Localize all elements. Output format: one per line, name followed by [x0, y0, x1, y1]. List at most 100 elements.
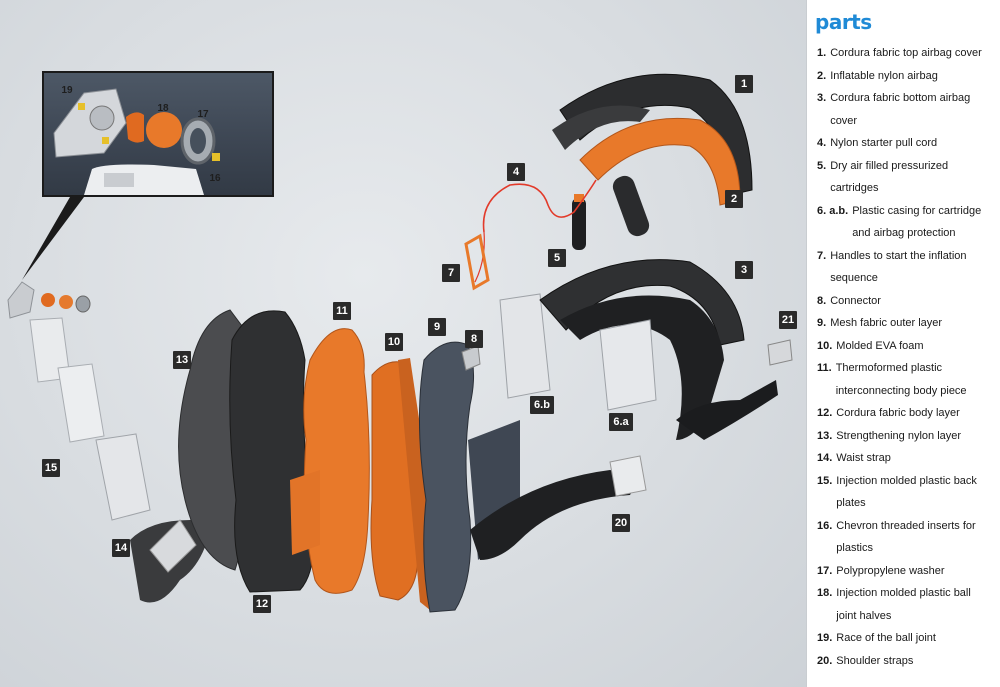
parts-list-item: 17.Polypropylene washer: [817, 560, 994, 583]
part-number: 10.: [817, 339, 833, 352]
callout-20: 20: [612, 514, 630, 532]
parts-list-item: 13.Strengthening nylon layer: [817, 425, 994, 448]
parts-list-item: 3.Cordura fabric bottom airbag cover: [817, 87, 994, 132]
small-joint-parts: [7, 281, 91, 319]
part-description: Connector: [830, 294, 881, 307]
callout-2: 2: [725, 190, 743, 208]
callout-12: 12: [253, 595, 271, 613]
parts-list-item: 18.Injection molded plastic ball joint h…: [817, 582, 994, 627]
callout-1: 1: [735, 75, 753, 93]
part-description: Cordura fabric top airbag cover: [830, 47, 982, 59]
part-number: 11.: [817, 362, 832, 374]
part-description: Molded EVA foam: [836, 339, 924, 352]
parts-list-item: 16.Chevron threaded inserts for plastics: [817, 515, 994, 560]
callout-19: 19: [61, 84, 73, 96]
callout-9: 9: [428, 318, 446, 336]
callout-13: 13: [173, 351, 191, 369]
callout-18: 18: [157, 102, 169, 114]
thermoformed-piece-shape: [303, 328, 370, 594]
part-number: 16.: [817, 519, 833, 532]
inset-ball-shape: [146, 112, 182, 148]
parts-list-item: 19.Race of the ball joint: [817, 627, 994, 650]
part-description: Shoulder straps: [836, 654, 914, 667]
part-number: 20.: [817, 654, 833, 667]
thermoformed-flap-shape: [290, 470, 320, 555]
mesh-layer-shape: [418, 341, 474, 613]
lower-strap-shape: [676, 380, 778, 440]
part-number: 1.: [817, 47, 827, 59]
part-number: 5.: [817, 159, 827, 172]
callout-16: 16: [209, 172, 221, 184]
part-description: Race of the ball joint: [836, 632, 936, 644]
casing-6a-shape: [599, 319, 657, 411]
part-21-shape: [767, 339, 793, 366]
part-description: Chevron threaded inserts for plastics: [836, 519, 976, 555]
part-number: 3.: [817, 92, 827, 104]
airbag-shape: [579, 117, 741, 206]
part-number: 15.: [817, 474, 833, 487]
cartridge-cap-shape: [574, 194, 584, 202]
parts-list-item: 12.Cordura fabric body layer: [817, 402, 994, 425]
top-cover-edge-shape: [552, 105, 650, 150]
part-description: Thermoformed plastic interconnecting bod…: [835, 362, 967, 397]
ball-joint-inset: 19 18 17 16: [42, 71, 274, 197]
part-number: 8.: [817, 294, 827, 307]
buckle-shape: [149, 519, 197, 573]
parts-list-item: 10.Molded EVA foam: [817, 335, 994, 358]
callout-21: 21: [779, 311, 797, 329]
callout-4: 4: [507, 163, 525, 181]
part-description: Waist strap: [836, 452, 891, 464]
part-description: Nylon starter pull cord: [830, 137, 938, 149]
parts-list-item: 2.Inflatable nylon airbag: [817, 65, 994, 88]
part-description: Polypropylene washer: [836, 564, 945, 577]
back-plates: [29, 317, 151, 521]
parts-list-item: 15.Injection molded plastic back plates: [817, 470, 994, 515]
shoulder-strap-shape: [470, 470, 640, 560]
parts-list-item: 1.Cordura fabric top airbag cover: [817, 42, 994, 65]
callout-14: 14: [112, 539, 130, 557]
part-number: 6. a.b.: [817, 204, 849, 217]
inset-pointer: [22, 197, 84, 280]
inset-plate-shape: [84, 164, 204, 195]
callout-6b: 6.b: [530, 396, 554, 414]
parts-list-item: 4.Nylon starter pull cord: [817, 132, 994, 155]
pull-cord-shape: [482, 179, 597, 233]
callout-8: 8: [465, 330, 483, 348]
part-number: 17.: [817, 564, 833, 577]
callout-5: 5: [548, 249, 566, 267]
diagram-artwork: [7, 73, 793, 613]
callout-3: 3: [735, 261, 753, 279]
parts-title: parts: [815, 10, 872, 34]
part-number: 4.: [817, 137, 827, 149]
part-description: Cordura fabric bottom airbag cover: [830, 92, 971, 127]
inset-ball-half-shape: [126, 112, 144, 143]
handle-shape: [464, 233, 490, 291]
part-description: Cordura fabric body layer: [836, 407, 960, 419]
callout-6a: 6.a: [609, 413, 633, 431]
part-description: Mesh fabric outer layer: [830, 317, 943, 329]
inset-artwork: [53, 88, 220, 195]
part-number: 14.: [817, 452, 833, 464]
callout-10: 10: [385, 333, 403, 351]
part-number: 2.: [817, 69, 827, 82]
callout-11: 11: [333, 302, 351, 320]
parts-list-item: 6. a.b.Plastic casing for cartridge and …: [817, 200, 994, 245]
top-cover-shape: [559, 73, 753, 196]
parts-list-item: 5.Dry air filled pressurized cartridges: [817, 155, 994, 200]
part-number: 18.: [817, 587, 833, 599]
part-number: 12.: [817, 407, 833, 419]
parts-list-item: 20.Shoulder straps: [817, 650, 994, 673]
inset-race-shape: [53, 88, 127, 158]
part-description: Injection molded plastic back plates: [836, 474, 977, 510]
part-number: 19.: [817, 632, 833, 644]
callout-17: 17: [197, 108, 209, 120]
parts-list-item: 8.Connector: [817, 290, 994, 313]
part-number: 13.: [817, 429, 833, 442]
part-description: Strengthening nylon layer: [836, 429, 962, 442]
bottom-cover-shape: [539, 259, 745, 346]
part-description: Plastic casing for cartridge and airbag …: [852, 204, 982, 240]
inset-insert-shape: [212, 153, 220, 161]
part-description: Dry air filled pressurized cartridges: [830, 159, 949, 195]
